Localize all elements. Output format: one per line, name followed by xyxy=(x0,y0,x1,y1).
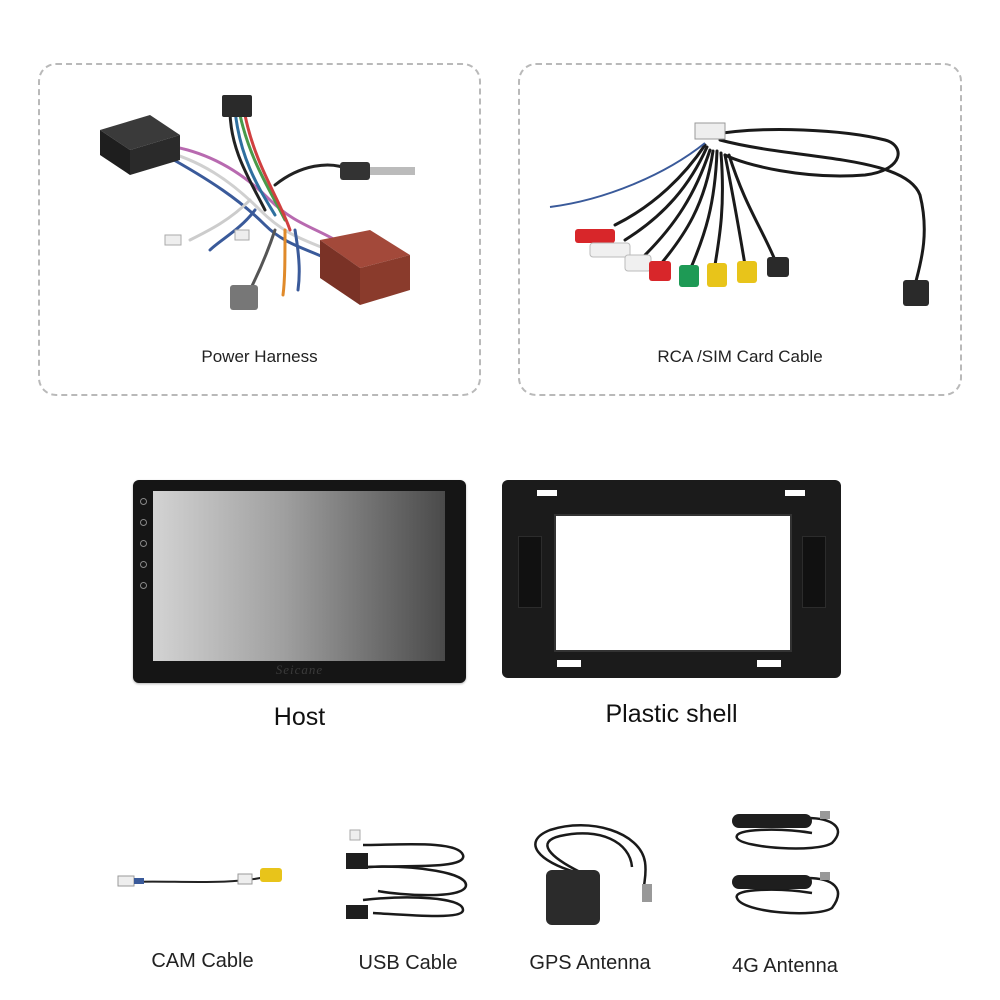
host-side-buttons xyxy=(138,492,148,612)
antenna-4g-label: 4G Antenna xyxy=(732,955,838,977)
plastic-shell-label: Plastic shell xyxy=(605,700,738,728)
gps-antenna-image xyxy=(534,824,652,925)
rca-cable-panel xyxy=(518,63,962,396)
usb-cable-label: USB Cable xyxy=(358,952,458,974)
power-harness-panel xyxy=(38,63,481,396)
shell-opening xyxy=(554,514,792,652)
host-label: Host xyxy=(273,703,326,731)
antenna-4g-image xyxy=(732,811,840,915)
power-harness-label: Power Harness xyxy=(201,347,318,366)
rca-cable-image xyxy=(549,122,929,306)
cam-cable-image xyxy=(117,868,282,887)
host-screen xyxy=(153,491,445,661)
plastic-shell xyxy=(502,480,841,678)
usb-cable-image xyxy=(346,829,468,919)
rca-cable-label: RCA /SIM Card Cable xyxy=(657,347,823,366)
host-brand-logo: Seicane xyxy=(275,662,324,677)
cam-cable-label: CAM Cable xyxy=(151,950,254,972)
gps-antenna-label: GPS Antenna xyxy=(529,952,651,974)
host-unit: Seicane xyxy=(133,480,466,683)
power-harness-image xyxy=(100,95,415,310)
